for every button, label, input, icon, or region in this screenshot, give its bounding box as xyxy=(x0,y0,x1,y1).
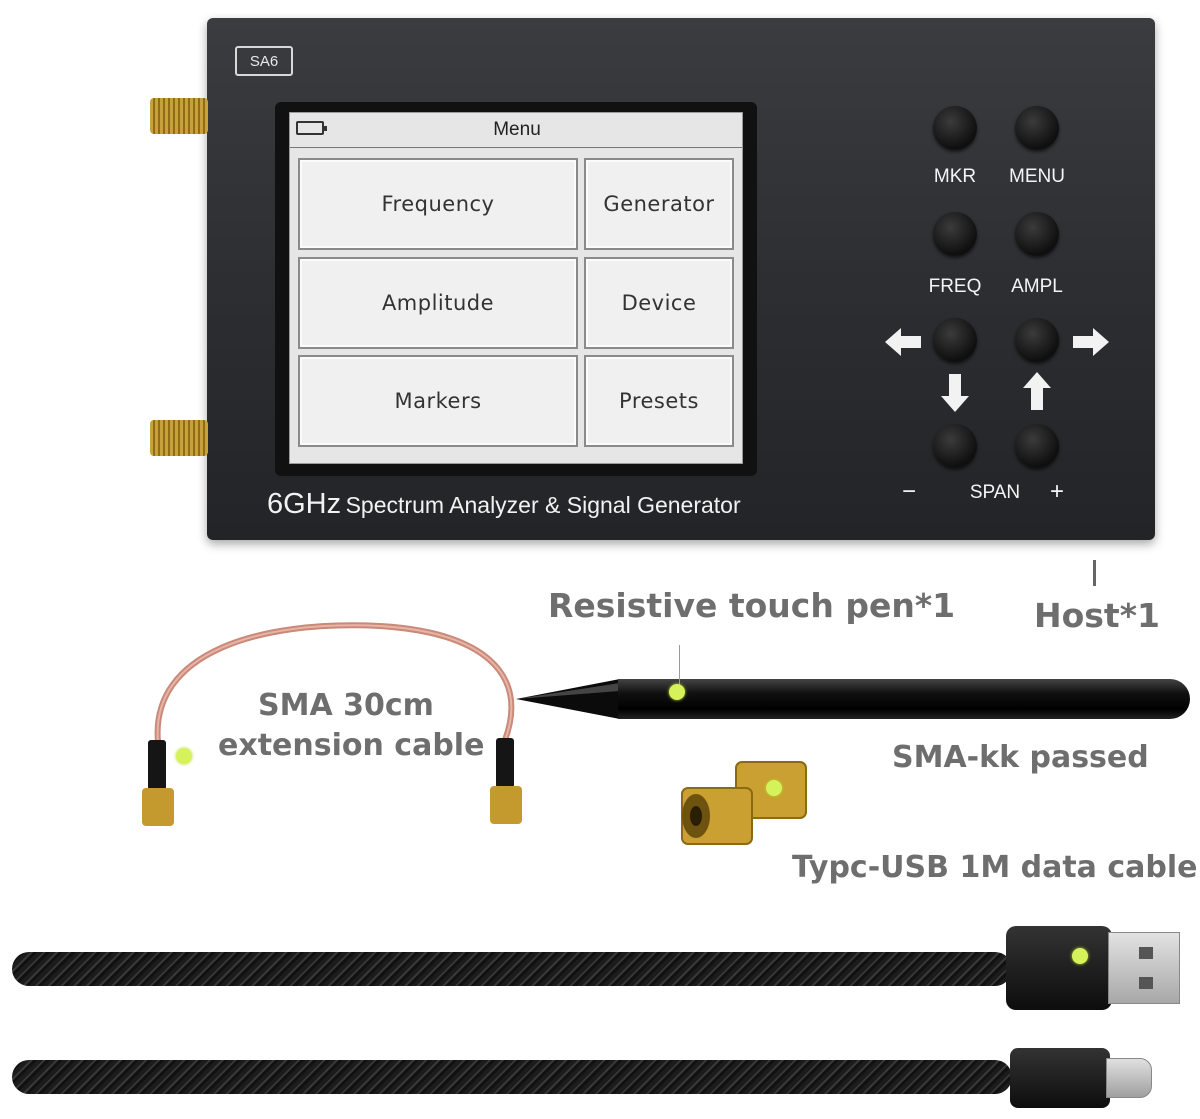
screen-menu-title: Menu xyxy=(493,119,541,140)
mkr-key-label: MKR xyxy=(933,166,977,187)
right-key[interactable] xyxy=(1015,318,1059,362)
menu-button-device[interactable]: Device xyxy=(584,257,734,349)
menu-button-frequency[interactable]: Frequency xyxy=(298,158,578,250)
caption-touch-pen: Resistive touch pen*1 xyxy=(548,586,956,625)
menu-button-markers[interactable]: Markers xyxy=(298,355,578,447)
usb-c-plug-housing xyxy=(1010,1048,1110,1108)
model-label: SA6 xyxy=(235,46,293,76)
caption-usb-cable: Typc-USB 1M data cable xyxy=(792,850,1198,885)
span-plus-key[interactable] xyxy=(1015,424,1059,468)
ampl-key-label: AMPL xyxy=(1011,276,1063,297)
menu-button-amplitude[interactable]: Amplitude xyxy=(298,257,578,349)
menu-button-presets[interactable]: Presets xyxy=(584,355,734,447)
arrow-right-icon xyxy=(1073,328,1109,356)
touch-screen: Menu Frequency Generator Amplitude Devic… xyxy=(289,112,743,464)
sma-cable-callout-dot xyxy=(176,748,192,764)
span-minus-key[interactable] xyxy=(933,424,977,468)
caption-sma-cable-line2: extension cable xyxy=(218,728,485,763)
freq-key-label: FREQ xyxy=(928,276,982,297)
menu-divider xyxy=(290,147,742,148)
caption-sma-cable-line1: SMA 30cm xyxy=(258,688,434,723)
sma-kk-callout-dot xyxy=(766,780,782,796)
battery-icon xyxy=(296,121,327,135)
menu-key[interactable] xyxy=(1015,106,1059,150)
usb-a-slot-bottom xyxy=(1139,977,1153,989)
pen-tip xyxy=(516,679,620,719)
tagline-frequency: 6GHz xyxy=(267,488,342,520)
sma-port-bottom xyxy=(150,420,208,456)
freq-key[interactable] xyxy=(933,212,977,256)
pen-callout-line xyxy=(679,645,680,685)
arrow-up-icon xyxy=(1023,372,1051,410)
arrow-left-icon xyxy=(885,328,921,356)
tagline-description: Spectrum Analyzer & Signal Generator xyxy=(345,492,741,518)
usb-cable-upper xyxy=(12,952,1012,986)
usb-a-plug-housing xyxy=(1006,926,1112,1010)
usb-a-slot-top xyxy=(1139,947,1153,959)
ampl-key[interactable] xyxy=(1015,212,1059,256)
usb-cable-callout-dot xyxy=(1072,948,1088,964)
spectrum-analyzer-device: SA6 Menu Frequency Generator Amplitude D… xyxy=(207,18,1155,540)
mkr-key[interactable] xyxy=(933,106,977,150)
usb-c-connector xyxy=(1106,1058,1152,1098)
screen-bezel: Menu Frequency Generator Amplitude Devic… xyxy=(275,102,757,476)
caption-sma-kk: SMA-kk passed xyxy=(892,740,1149,775)
device-tagline: 6GHz Spectrum Analyzer & Signal Generato… xyxy=(267,488,741,521)
span-plus-label: + xyxy=(1049,478,1064,505)
sma-extension-cable xyxy=(142,622,522,826)
menu-button-generator[interactable]: Generator xyxy=(584,158,734,250)
arrow-down-icon xyxy=(941,374,969,412)
caption-host: Host*1 xyxy=(1034,596,1160,635)
usb-cable-lower xyxy=(12,1060,1012,1094)
menu-key-label: MENU xyxy=(1009,166,1065,187)
sma-kk-adapter xyxy=(681,761,807,845)
span-minus-label: − xyxy=(901,478,916,505)
host-callout-line xyxy=(1093,560,1096,586)
left-key[interactable] xyxy=(933,318,977,362)
usb-a-connector xyxy=(1108,932,1180,1004)
span-label: SPAN xyxy=(969,482,1021,503)
sma-port-top xyxy=(150,98,208,134)
touch-pen xyxy=(618,679,1190,719)
pen-callout-dot xyxy=(669,684,685,700)
